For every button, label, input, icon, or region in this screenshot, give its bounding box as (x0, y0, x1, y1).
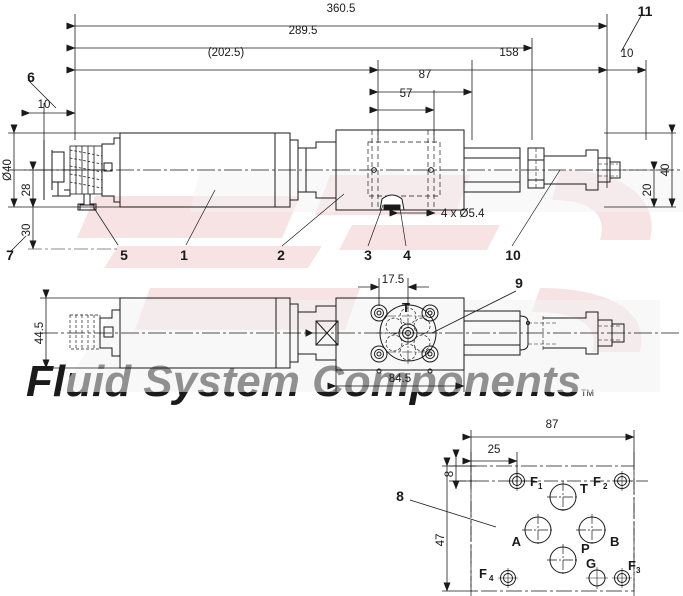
top-view-right-vert-dims (596, 124, 676, 208)
balloon-6: 6 (27, 69, 35, 85)
port-f4 (498, 568, 518, 588)
leader-5 (93, 207, 119, 246)
dim-28: 28 (21, 184, 33, 197)
port-f3 (612, 568, 632, 588)
dim-8: 8 (444, 471, 456, 477)
dim-360-5: 360.5 (327, 3, 356, 15)
watermark-layer: Fluid System Components TM (26, 170, 683, 406)
port-label-f4: F (479, 566, 487, 581)
detail-view-ports (498, 471, 632, 589)
leader-10 (511, 169, 561, 247)
port-f2 (612, 471, 632, 491)
port-label-t: T (580, 481, 588, 496)
port-sub-f2: 2 (603, 482, 608, 491)
port-label-b: B (610, 534, 619, 549)
side-view-dims (40, 278, 517, 392)
port-label-t-side: T (402, 300, 410, 315)
dim-57: 57 (400, 88, 413, 100)
dim-20-right: 20 (642, 184, 654, 197)
port-sub-f3: 3 (636, 566, 641, 575)
leader-7 (9, 235, 27, 253)
balloon-11: 11 (638, 3, 653, 19)
port-g (586, 567, 608, 589)
leader-9 (431, 290, 517, 334)
port-label-f1: F (530, 474, 538, 489)
leader-1 (185, 189, 216, 246)
leader-3 (367, 204, 384, 247)
side-view-geometry (40, 297, 680, 374)
dim-47: 47 (435, 534, 447, 547)
balloon-2: 2 (277, 247, 285, 263)
leader-6 (27, 79, 57, 109)
leader-11 (620, 15, 642, 53)
top-view-dimension-chain (21, 14, 647, 188)
port-label-g: G (586, 556, 596, 571)
balloon-3: 3 (364, 247, 372, 263)
port-a (522, 514, 554, 546)
dim-dia-40: Ø40 (2, 159, 14, 181)
leader-2 (281, 193, 345, 247)
balloon-7: 7 (6, 247, 14, 263)
port-p (547, 544, 579, 576)
dim-30: 30 (21, 224, 33, 237)
dim-158: 158 (499, 47, 518, 59)
port-label-p: P (581, 541, 590, 556)
dim-84-5: 84.5 (389, 373, 411, 385)
leader-4 (399, 207, 407, 247)
port-label-a: A (512, 534, 522, 549)
balloon-8: 8 (396, 488, 404, 504)
port-label-f2: F (593, 474, 601, 489)
dim-10-left: 10 (38, 99, 51, 111)
detail-view-dims (409, 430, 635, 592)
dim-40-right: 40 (660, 164, 672, 177)
port-f1 (507, 471, 527, 491)
top-view-left-vert-dims (8, 124, 120, 253)
dim-202-5: (202.5) (208, 47, 245, 59)
dim-10-right: 10 (621, 48, 634, 60)
watermark-trademark: TM (581, 388, 594, 398)
balloon-4: 4 (403, 247, 411, 263)
port-t (547, 481, 579, 513)
note-4x-dia-5-4: 4 x Ø5.4 (441, 208, 485, 220)
dim-87-top: 87 (419, 69, 432, 81)
balloon-9: 9 (515, 275, 523, 291)
balloon-5: 5 (120, 247, 128, 263)
port-sub-f1: 1 (538, 482, 543, 491)
balloon-1: 1 (180, 247, 188, 263)
port-b (576, 514, 608, 546)
dim-289-5: 289.5 (289, 25, 318, 37)
port-sub-f4: 4 (489, 574, 494, 583)
dim-87-detail: 87 (546, 419, 559, 431)
balloon-10: 10 (505, 247, 521, 263)
leader-8 (409, 499, 497, 528)
dim-25: 25 (488, 444, 501, 456)
dim-17-5: 17.5 (382, 274, 404, 286)
port-label-f3: F (628, 558, 636, 573)
detail-view-port-labels: F 1 F 2 F 3 F 4 T A B P G (479, 474, 641, 583)
top-view-balloon-leaders (93, 169, 561, 247)
dim-44-5: 44.5 (34, 322, 46, 344)
